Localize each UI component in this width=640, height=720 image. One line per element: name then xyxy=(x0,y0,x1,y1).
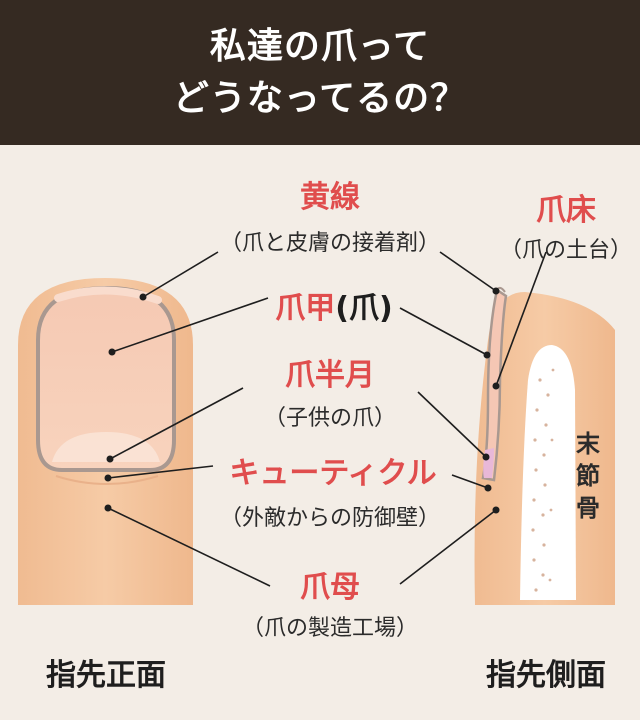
dot-matrix-front xyxy=(104,504,112,512)
cuticle-front xyxy=(55,475,159,485)
label-matrix-desc: （爪の製造工場） xyxy=(241,616,419,641)
label-distal-phalanx-char-1: 末 xyxy=(576,430,600,458)
label-nail-bed-title: 爪床 xyxy=(536,193,596,228)
label-yellow-line-title: 黄線 xyxy=(300,180,360,215)
finger-front xyxy=(18,278,193,605)
label-nail-plate: 爪甲(爪) xyxy=(275,283,392,327)
label-distal-phalanx-char-2: 節 xyxy=(576,462,600,490)
title-line-2: どうなってるの？ xyxy=(172,77,468,119)
dot-nailbed xyxy=(492,382,500,390)
label-cuticle-title: キューティクル xyxy=(229,456,437,491)
leader-lunula-side xyxy=(417,391,487,458)
dot-cuticle-front xyxy=(104,474,112,482)
bone-texture xyxy=(531,368,555,592)
title-line-1: 私達の爪って xyxy=(209,25,431,67)
caption-side: 指先側面 xyxy=(486,658,606,693)
dot-cuticle-side xyxy=(484,484,492,492)
dot-nail-front xyxy=(108,348,116,356)
label-matrix-title: 爪母 xyxy=(300,570,360,605)
bone-side xyxy=(520,345,576,600)
nail-free-edge xyxy=(54,286,162,304)
label-nail-plate-title: 爪甲 xyxy=(275,291,336,326)
finger-side xyxy=(474,286,615,605)
leader-yellow-side xyxy=(439,251,497,292)
leader-lunula-front xyxy=(109,387,244,460)
label-cuticle-desc: （外敵からの防御壁） xyxy=(219,506,441,531)
label-distal-phalanx-char-3: 骨 xyxy=(576,494,600,522)
lunula-front xyxy=(52,432,160,462)
leader-lines xyxy=(107,251,547,587)
title-banner: 私達の爪って どうなってるの？ xyxy=(0,0,640,145)
label-distal-phalanx: 末 節 骨 xyxy=(573,428,603,524)
leader-matrix-front xyxy=(107,507,271,587)
dot-yellow-side xyxy=(492,287,500,295)
leader-cuticle-front xyxy=(107,465,214,479)
leader-yellow-front xyxy=(142,251,219,298)
leader-matrix-side xyxy=(399,509,497,585)
caption-front: 指先正面 xyxy=(46,658,166,693)
label-nail-plate-paren: (爪) xyxy=(335,291,393,326)
leader-dots xyxy=(104,287,500,514)
label-nail-bed-desc: （爪の土台） xyxy=(499,238,633,263)
label-lunula-title: 爪半月 xyxy=(285,358,375,393)
leader-nail-front xyxy=(111,297,269,353)
dot-yellow-front xyxy=(139,293,147,301)
leader-nailbed xyxy=(495,251,547,387)
label-lunula-desc: （子供の爪） xyxy=(263,406,397,431)
leader-nail-side xyxy=(399,307,488,356)
dot-matrix-side xyxy=(492,506,500,514)
lunula-side xyxy=(483,448,494,478)
dot-nail-side xyxy=(483,351,491,359)
dot-lunula-side xyxy=(482,453,490,461)
dot-lunula-front xyxy=(106,455,114,463)
leader-cuticle-side xyxy=(451,474,489,489)
label-yellow-line-desc: （爪と皮膚の接着剤） xyxy=(219,231,441,256)
